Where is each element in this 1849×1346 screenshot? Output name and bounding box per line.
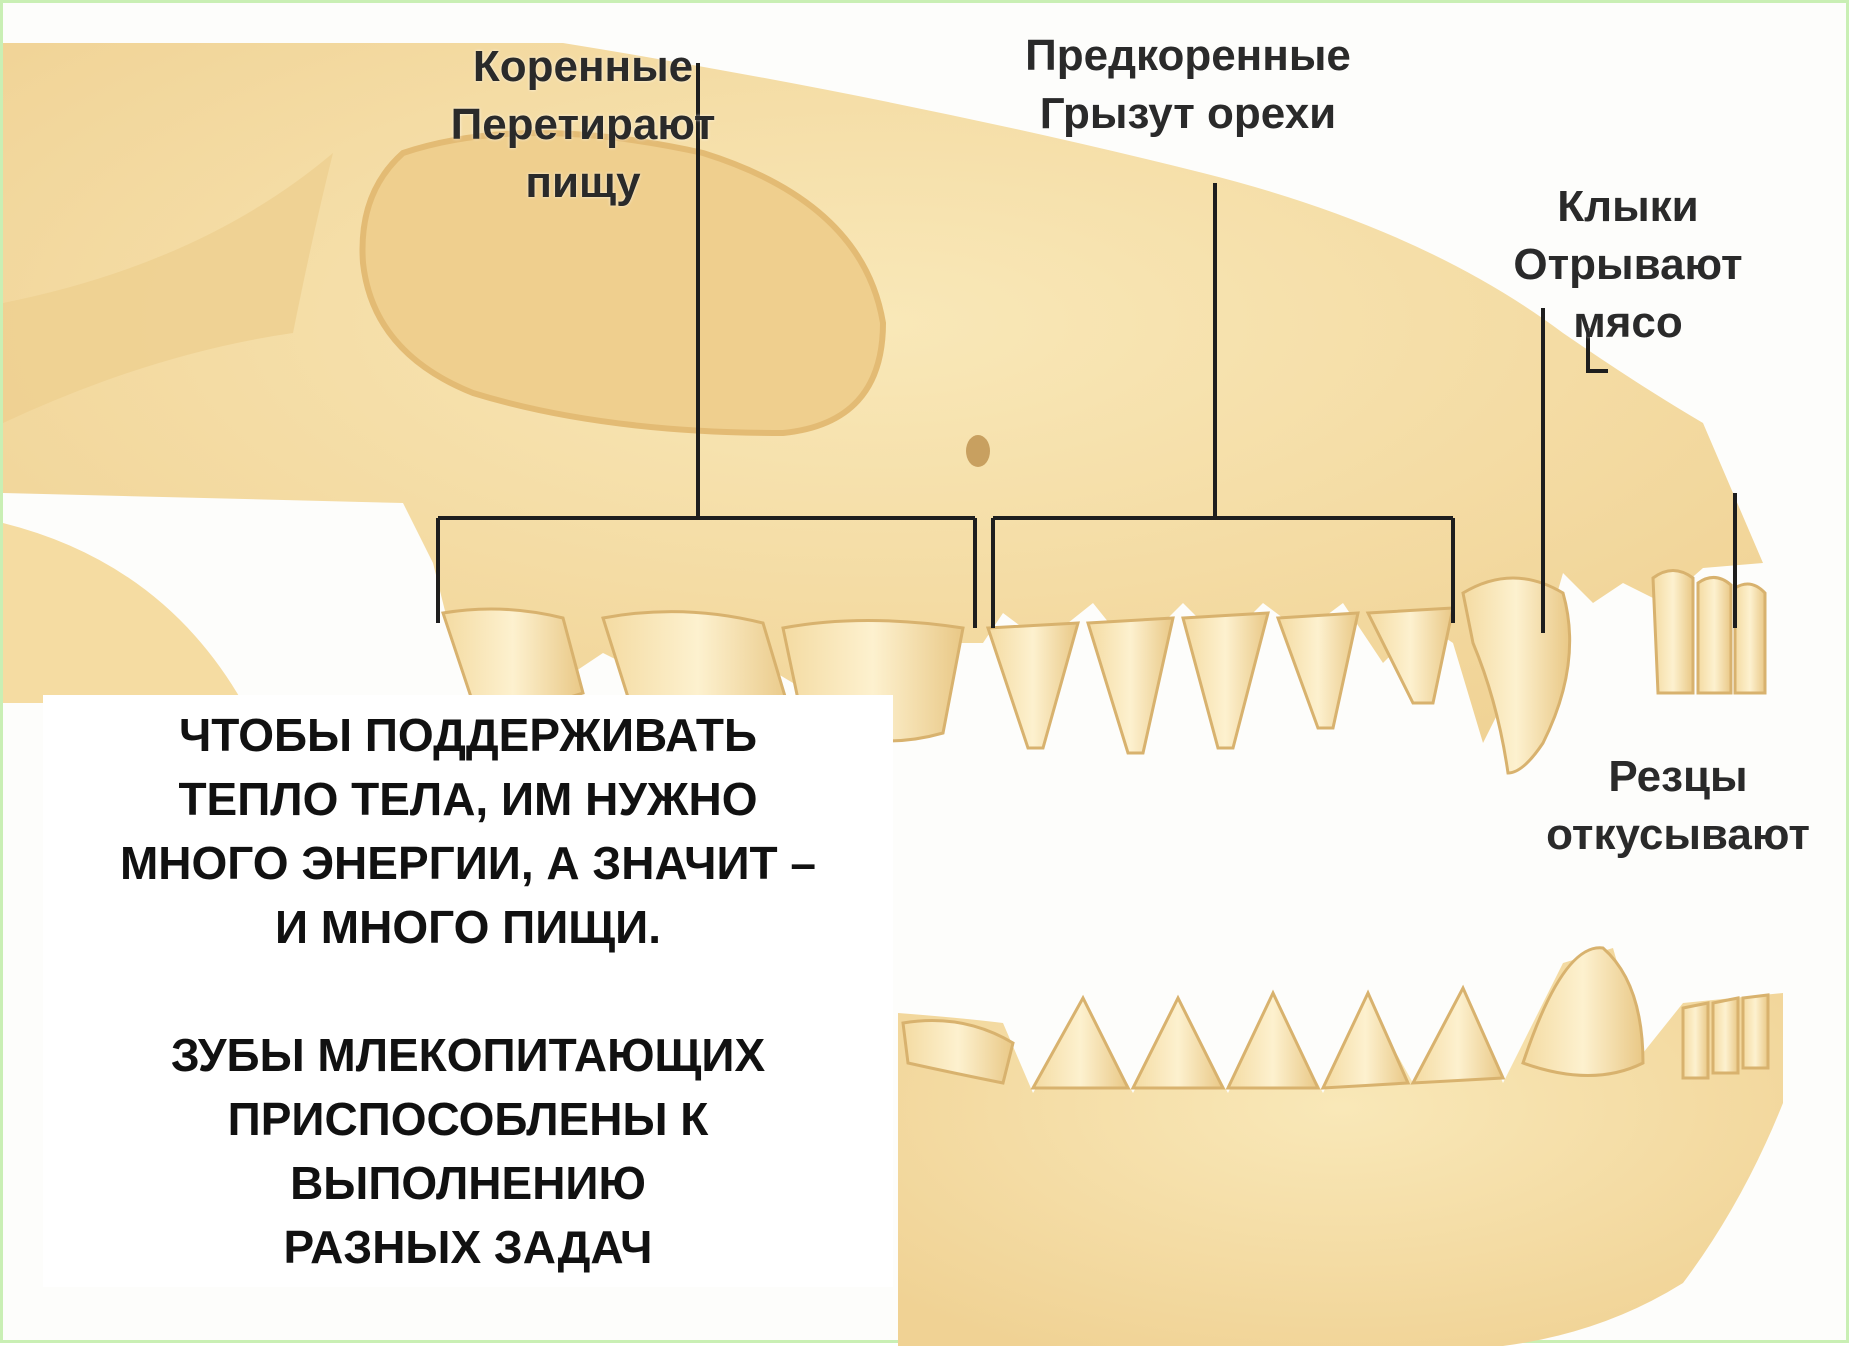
incisors-function: откусывают <box>1523 806 1833 864</box>
upper-premolars <box>988 608 1453 753</box>
text-line: И МНОГО ПИЩИ. <box>43 895 893 959</box>
molars-title: Коренные <box>433 38 733 96</box>
paragraph-gap <box>43 959 893 1023</box>
explanation-text-box: ЧТОБЫ ПОДДЕРЖИВАТЬ ТЕПЛО ТЕЛА, ИМ НУЖНО … <box>43 695 893 1287</box>
text-line: ТЕПЛО ТЕЛА, ИМ НУЖНО <box>43 767 893 831</box>
canines-label: Клыки Отрывают мясо <box>1493 178 1763 352</box>
premolars-function: Грызут орехи <box>1003 85 1373 143</box>
text-line: ВЫПОЛНЕНИЮ <box>43 1151 893 1215</box>
premolars-title: Предкоренные <box>1003 27 1373 85</box>
molars-label: Коренные Перетирают пищу <box>433 38 733 212</box>
canines-title: Клыки <box>1493 178 1763 236</box>
text-line: ЧТОБЫ ПОДДЕРЖИВАТЬ <box>43 703 893 767</box>
canines-function-line2: мясо <box>1493 294 1763 352</box>
explanation-paragraph-energy: ЧТОБЫ ПОДДЕРЖИВАТЬ ТЕПЛО ТЕЛА, ИМ НУЖНО … <box>43 703 893 959</box>
incisors-title: Резцы <box>1523 748 1833 806</box>
text-line: МНОГО ЭНЕРГИИ, А ЗНАЧИТ – <box>43 831 893 895</box>
explanation-paragraph-teeth: ЗУБЫ МЛЕКОПИТАЮЩИХ ПРИСПОСОБЛЕНЫ К ВЫПОЛ… <box>43 1023 893 1279</box>
foramen <box>966 435 990 467</box>
canines-function-line1: Отрывают <box>1493 236 1763 294</box>
lower-jaw-shape <box>898 948 1783 1346</box>
upper-incisors <box>1653 571 1765 694</box>
lower-left-bone <box>3 523 243 703</box>
text-line: ЗУБЫ МЛЕКОПИТАЮЩИХ <box>43 1023 893 1087</box>
molars-function-line1: Перетирают <box>433 96 733 154</box>
text-line: ПРИСПОСОБЛЕНЫ К <box>43 1087 893 1151</box>
text-line: РАЗНЫХ ЗАДАЧ <box>43 1215 893 1279</box>
molars-function-line2: пищу <box>433 154 733 212</box>
premolars-label: Предкоренные Грызут орехи <box>1003 27 1373 143</box>
incisors-label: Резцы откусывают <box>1523 748 1833 864</box>
